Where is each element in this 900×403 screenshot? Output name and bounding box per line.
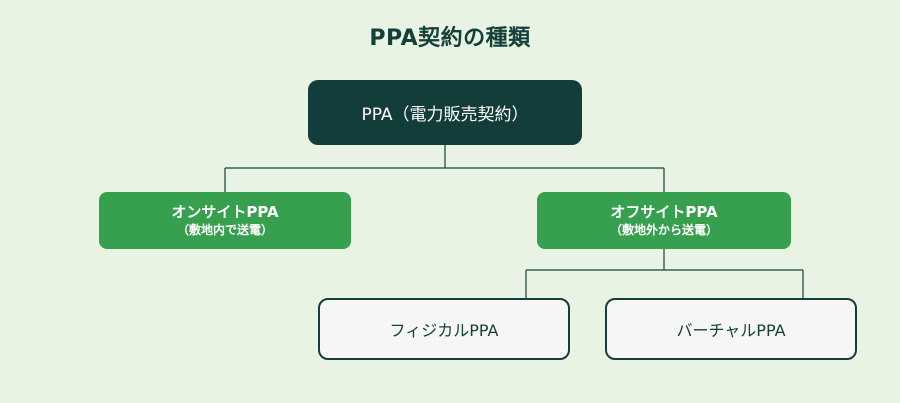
node-ppa-root: PPA（電力販売契約）: [308, 80, 582, 145]
node-offsite-ppa-sub: （敷地外から送電）: [609, 223, 718, 237]
node-physical-ppa: フィジカルPPA: [318, 298, 570, 360]
node-virtual-ppa-label: バーチャルPPA: [676, 321, 786, 340]
node-onsite-ppa-label: オンサイトPPA: [171, 203, 279, 221]
node-onsite-ppa-sub: （敷地内で送電）: [176, 223, 273, 237]
diagram-title: PPA契約の種類: [369, 26, 531, 51]
node-offsite-ppa: オフサイトPPA （敷地外から送電）: [537, 192, 791, 249]
node-ppa-root-label: PPA（電力販売契約）: [361, 105, 529, 125]
node-virtual-ppa: バーチャルPPA: [605, 298, 857, 360]
node-onsite-ppa: オンサイトPPA （敷地内で送電）: [99, 192, 351, 249]
node-physical-ppa-label: フィジカルPPA: [389, 321, 499, 340]
node-offsite-ppa-label: オフサイトPPA: [610, 203, 718, 221]
